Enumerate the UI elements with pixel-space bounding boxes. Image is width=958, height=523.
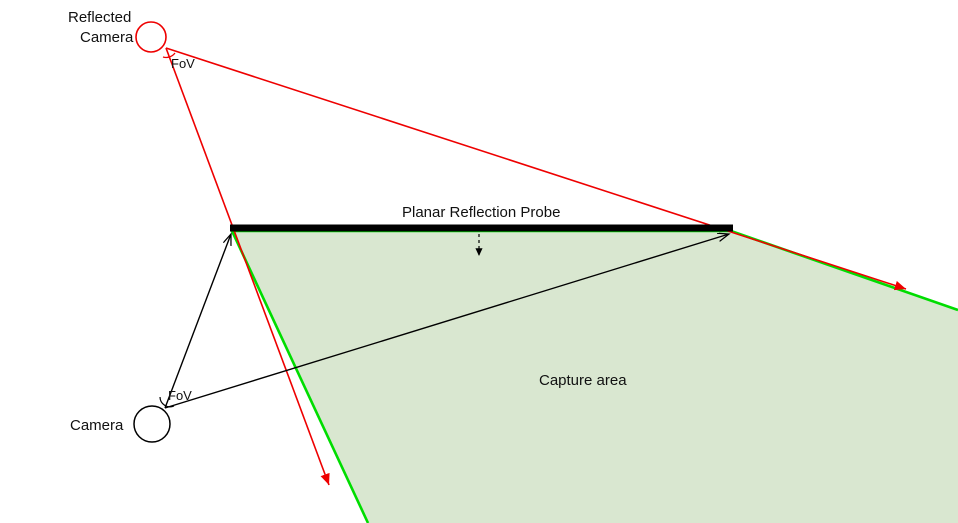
- reflected-camera-ray-left: [165, 47, 330, 486]
- reflected-camera-ray-right: [165, 47, 907, 291]
- camera-ray-right: [164, 234, 729, 409]
- capture-area-polygon: [232, 231, 958, 523]
- reflected-camera-fov-label: FoV: [171, 56, 195, 71]
- camera-fov-arc: [159, 396, 175, 408]
- camera-icon: [133, 405, 171, 443]
- reflected-camera-fov-arc: [162, 52, 176, 59]
- reflected-camera-icon: [135, 21, 167, 53]
- reflected-camera-label-line1: Reflected: [68, 9, 131, 26]
- capture-area-left-edge: [230, 230, 370, 523]
- reflected-camera-label-line2: Camera: [80, 29, 134, 46]
- camera-ray-left: [164, 234, 232, 409]
- probe-label: Planar Reflection Probe: [402, 204, 560, 221]
- capture-area-label: Capture area: [539, 372, 627, 389]
- camera-fov-label: FoV: [168, 388, 192, 403]
- camera-label: Camera: [70, 417, 124, 434]
